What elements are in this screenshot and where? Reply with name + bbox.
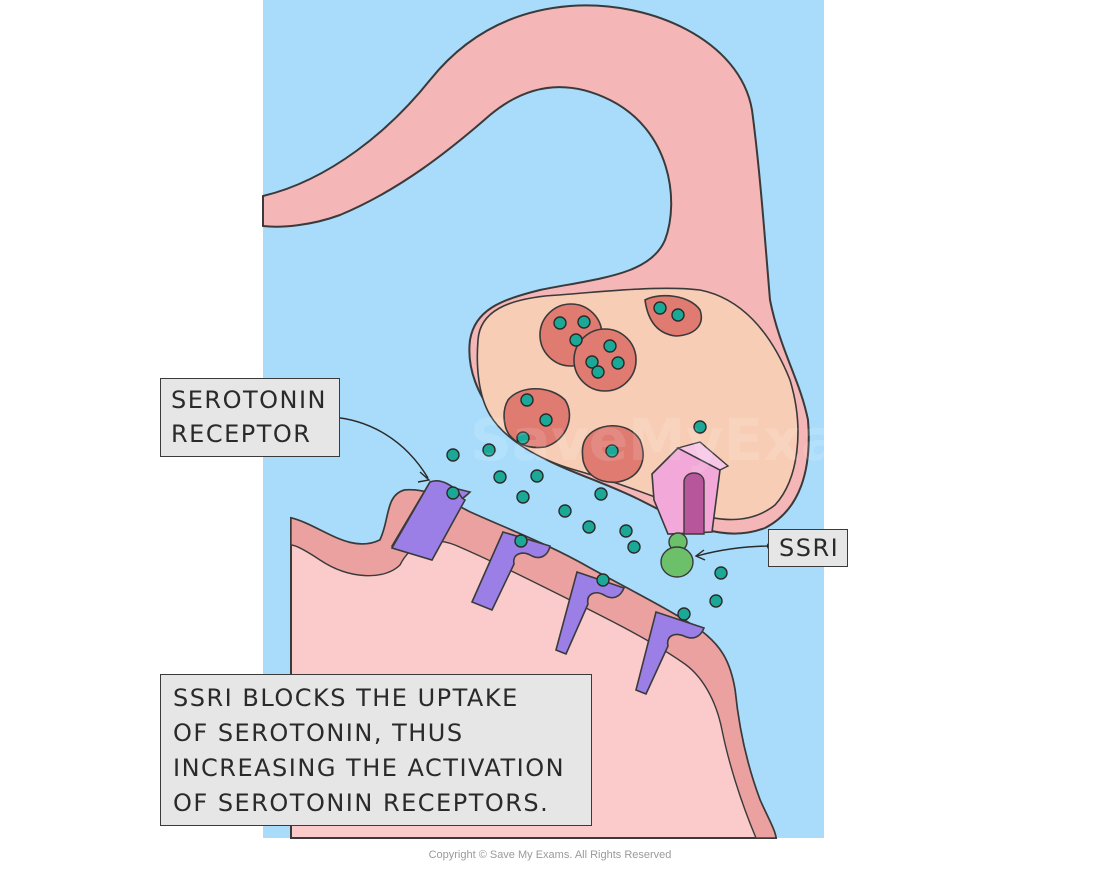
label-line: SSRI	[779, 534, 840, 562]
watermark: SaveMyExams	[470, 406, 935, 474]
ssri-label: SSRI	[768, 529, 848, 567]
caption-line: OF SEROTONIN, THUS	[173, 719, 464, 747]
caption-line: OF SEROTONIN RECEPTORS.	[173, 789, 550, 817]
serotonin-receptor	[555, 570, 626, 656]
serotonin-receptor	[470, 531, 551, 612]
ssri-molecule	[660, 532, 694, 578]
vesicle	[573, 328, 637, 392]
serotonin-molecules	[446, 301, 728, 621]
label-line: SEROTONIN	[171, 386, 327, 414]
caption-line: INCREASING THE ACTIVATION	[173, 754, 566, 782]
reuptake-transporter	[651, 441, 730, 535]
serotonin-receptor-label: SEROTONIN RECEPTOR	[160, 378, 340, 457]
serotonin-receptor	[635, 610, 706, 696]
caption-line: SSRI BLOCKS THE UPTAKE	[173, 684, 519, 712]
copyright-notice: Copyright © Save My Exams. All Rights Re…	[428, 849, 672, 861]
caption-box: SSRI BLOCKS THE UPTAKE OF SEROTONIN, THU…	[160, 674, 592, 826]
label-line: RECEPTOR	[171, 420, 312, 448]
